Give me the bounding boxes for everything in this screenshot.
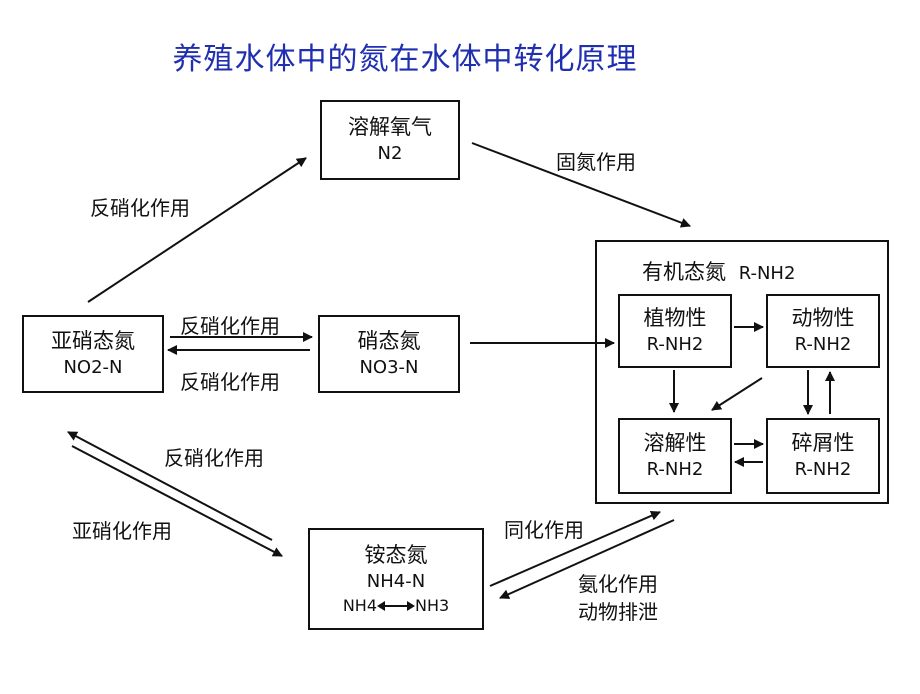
ammonium-name: 铵态氮 <box>364 543 428 567</box>
n2-name: 溶解氧气 <box>348 115 432 139</box>
label-denitrification-top: 反硝化作用 <box>180 314 280 338</box>
double-arrow-icon <box>377 601 415 611</box>
ammonia-equilibrium: NH4 NH3 <box>343 595 449 617</box>
organic-nitrogen-group <box>595 240 889 504</box>
ammonium-node: 铵态氮 NH4-N NH4 NH3 <box>308 528 484 630</box>
detritus-organic-node: 碎屑性 R-NH2 <box>766 418 880 494</box>
nitrite-formula: NO2-N <box>63 357 123 378</box>
detritus-formula: R-NH2 <box>794 459 852 480</box>
organic-nitrogen-name: 有机态氮 <box>642 260 726 284</box>
detritus-name: 碎屑性 <box>791 431 855 455</box>
plant-name: 植物性 <box>643 306 707 330</box>
n2-node: 溶解氧气 N2 <box>320 100 460 180</box>
label-denitrification-to-n2: 反硝化作用 <box>90 196 190 220</box>
arrow-ammonium-to-organic <box>489 511 661 587</box>
nitrate-name: 硝态氮 <box>357 329 421 353</box>
animal-organic-node: 动物性 R-NH2 <box>766 294 880 368</box>
animal-formula: R-NH2 <box>794 334 852 355</box>
arrow-ammonium-to-nitrite <box>67 431 273 541</box>
arrow-n2-to-organic <box>471 142 691 228</box>
arrow-organic-to-ammonium <box>499 519 675 599</box>
label-animal-excretion: 动物排泄 <box>578 600 658 624</box>
n2-formula: N2 <box>377 143 403 164</box>
ammonium-ion-label: NH4 <box>342 596 377 615</box>
dissolved-organic-node: 溶解性 R-NH2 <box>618 418 732 494</box>
label-nitrosation: 亚硝化作用 <box>72 519 172 543</box>
dissolved-name: 溶解性 <box>643 431 707 455</box>
label-ammonification: 氨化作用 <box>578 572 658 596</box>
animal-name: 动物性 <box>791 306 855 330</box>
diagram-title: 养殖水体中的氮在水体中转化原理 <box>172 42 638 77</box>
ammonium-formula: NH4-N <box>366 571 426 592</box>
label-denitrification-ammonium: 反硝化作用 <box>164 446 264 470</box>
arrow-animal-to-dissolved <box>711 377 763 411</box>
nitrite-name: 亚硝态氮 <box>51 329 135 353</box>
arrow-nitrite-to-ammonium <box>71 445 283 557</box>
dissolved-formula: R-NH2 <box>646 459 704 480</box>
nitrate-formula: NO3-N <box>359 357 419 378</box>
nitrate-node: 硝态氮 NO3-N <box>318 315 460 393</box>
plant-organic-node: 植物性 R-NH2 <box>618 294 732 368</box>
label-denitrification-bottom: 反硝化作用 <box>180 370 280 394</box>
label-nitrogen-fixation: 固氮作用 <box>556 150 636 174</box>
organic-nitrogen-formula: R-NH2 <box>738 263 796 284</box>
plant-formula: R-NH2 <box>646 334 704 355</box>
label-assimilation: 同化作用 <box>504 518 584 542</box>
arrow-nitrite-to-n2 <box>87 157 307 303</box>
ammonia-label: NH3 <box>415 596 450 615</box>
organic-nitrogen-title: 有机态氮 R-NH2 <box>642 256 795 286</box>
nitrite-node: 亚硝态氮 NO2-N <box>22 315 164 393</box>
